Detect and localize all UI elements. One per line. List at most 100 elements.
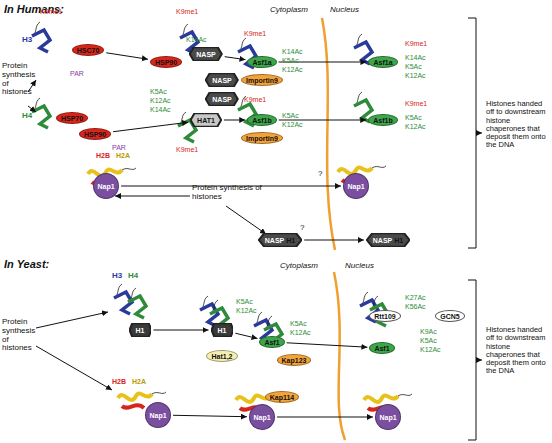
oval-node: Rtt109: [369, 310, 400, 322]
node-content: NASPH1: [265, 237, 295, 244]
text-label: Protein synthesis of histones: [192, 184, 262, 202]
circle-node: Nap1: [145, 402, 171, 428]
text-label: Cytoplasm: [280, 262, 318, 271]
node-text: Rtt109: [374, 313, 395, 320]
node-content: HSP90: [84, 131, 106, 138]
text-label: Protein synthesis of histones: [2, 318, 36, 353]
text-label: K9me1: [244, 96, 266, 104]
arrow-connector: [153, 330, 208, 331]
node-text: HSP90: [84, 131, 106, 138]
oval-node: HSC70: [72, 44, 105, 56]
arrow-connector: [279, 120, 367, 121]
node-content: GCN5: [440, 313, 459, 320]
node-text: Asf1b: [252, 117, 271, 124]
node-text: Nap1: [347, 183, 364, 190]
hexagon-node: H1: [211, 323, 234, 337]
text-label: Histones handed off to downstream histon…: [486, 326, 550, 376]
node-content: Asf1: [264, 339, 279, 346]
node-content: Nap1: [97, 183, 114, 190]
text-label: Cytoplasm: [270, 6, 308, 15]
text-label: H2A: [116, 152, 130, 160]
text-label: H3: [22, 36, 32, 45]
text-label: K27Ac: [405, 294, 426, 302]
node-text: NASP: [212, 77, 231, 84]
node-content: Hat1,2: [211, 353, 232, 360]
node-content: H1: [136, 327, 145, 334]
node-text: Nap1: [253, 414, 270, 421]
node-content: HSC70: [77, 47, 100, 54]
node-content: Asf1b: [373, 117, 392, 124]
text-label: H2B: [96, 152, 110, 160]
oval-node: GCN5: [435, 310, 464, 322]
node-text: NASP: [196, 51, 215, 58]
text-label: PAR: [70, 70, 84, 78]
oval-node: Asf1: [259, 336, 284, 348]
text-label: Protein synthesis of histones: [2, 62, 36, 97]
arrow-connector: [173, 415, 247, 416]
node-content: Importin9: [246, 77, 278, 84]
oval-node: HSP90: [150, 56, 182, 68]
node-content: Asf1a: [252, 59, 271, 66]
text-label: K12Ac: [405, 72, 426, 80]
text-label: K5Ac: [290, 320, 307, 328]
node-text: HAT1: [197, 117, 215, 124]
oval-node: Importin9: [241, 74, 283, 86]
text-label: K9me1: [405, 100, 427, 108]
arrow-connector: [287, 343, 368, 347]
node-text: H1: [136, 327, 145, 334]
node-content: NASP: [212, 96, 231, 103]
text-label: K5Ac: [236, 298, 253, 306]
oval-node: Asf1a: [368, 56, 397, 68]
text-label: K12Ac: [405, 123, 426, 131]
text-label: K12Ac: [282, 121, 303, 129]
arrow-connector: [277, 417, 373, 418]
text-label: K9me1: [176, 8, 198, 16]
hexagon-node: HAT1: [190, 113, 222, 127]
text-label: In Yeast:: [4, 258, 49, 270]
text-label: K9me1: [176, 146, 198, 154]
node-content: Asf1: [374, 345, 389, 352]
node-content: Nap1: [253, 414, 270, 421]
node-text: NASP: [373, 237, 392, 244]
text-label: H2B: [112, 378, 126, 386]
text-label: H4: [22, 112, 32, 121]
text-label: K12Ac: [282, 66, 303, 74]
node-text: Hat1,2: [211, 353, 232, 360]
node-content: Kap114: [270, 394, 295, 401]
node-text: Nap1: [97, 183, 114, 190]
text-label: K9me1: [405, 40, 427, 48]
oval-node: Kap114: [265, 391, 300, 403]
node-content: NASPH1: [373, 237, 403, 244]
node-text: Nap1: [379, 414, 396, 421]
text-label: K14Ac: [150, 106, 171, 114]
node-text: Kap123: [282, 357, 307, 364]
oval-node: Hat1,2: [206, 350, 237, 362]
text-label: K9Ac: [420, 328, 437, 336]
text-label: H3: [112, 272, 122, 281]
node-text: Asf1: [374, 345, 389, 352]
arrow-connector: [106, 53, 148, 59]
text-label: K5Ac: [405, 63, 422, 71]
node-text: HSC70: [77, 47, 100, 54]
oval-node: HSP70: [56, 112, 88, 124]
hexagon-node: NASP: [189, 47, 222, 61]
text-label: K14Ac: [282, 48, 303, 56]
node-text: H1: [286, 237, 295, 244]
circle-node: Nap1: [93, 173, 119, 199]
text-label: K5Ac: [420, 337, 437, 345]
oval-node: Asf1b: [247, 114, 276, 126]
text-label: ?: [300, 224, 304, 233]
arrow-connector: [304, 240, 364, 241]
text-label: K5Ac: [282, 112, 299, 120]
node-text: H1: [394, 237, 403, 244]
text-label: K9me1: [40, 8, 62, 16]
oval-node: Asf1: [369, 342, 394, 354]
node-content: NASP: [196, 51, 215, 58]
node-content: Asf1a: [373, 59, 392, 66]
oval-node: Importin9: [241, 132, 283, 144]
text-label: K5Ac: [150, 88, 167, 96]
text-label: H4: [128, 272, 138, 281]
text-label: K12Ac: [420, 346, 441, 354]
